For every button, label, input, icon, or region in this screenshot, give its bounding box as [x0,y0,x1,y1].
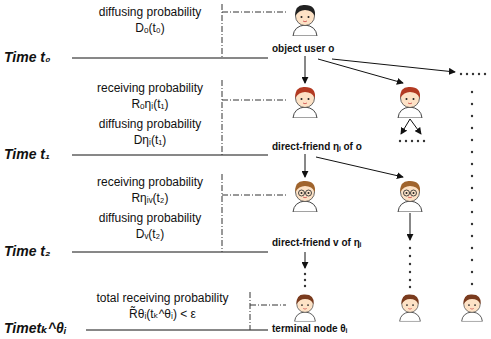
time-label: Time t₀ [4,49,51,65]
arrow-connector [305,56,306,83]
time-label: Time t₂ [4,243,50,259]
continuation-dots [304,73,486,288]
time-label: Time t₁ [4,146,50,162]
user-node: object user o [272,2,338,55]
user-node: direct-friend ηᵢ of o [272,84,362,153]
icon-spacer [272,2,338,42]
node-label: object user o [272,42,338,55]
node-label: direct-friend v of ηᵢ [272,236,361,249]
user-node: terminal node θᵢ [272,292,347,335]
probability-note: total receiving probability R̃θᵢ(tₖ^θᵢ) … [80,290,245,322]
probability-note: receiving probability Rηᵢᵥ(t₂) [85,174,215,206]
probability-note: diffusing probability Dηᵢ(t₁) [85,116,215,148]
probability-note: diffusing probability Dₒ(t₀) [85,4,215,36]
user-node: direct-friend v of ηᵢ [272,178,361,249]
probability-note: diffusing probability Dᵥ(t₂) [85,210,215,242]
icon-spacer [272,84,338,140]
spread-arrows [305,59,455,268]
node-label: direct-friend ηᵢ of o [272,140,362,153]
arrow-connector [305,154,306,177]
time-label: Timetₖ^θᵢ [4,320,66,336]
icon-spacer [272,178,338,236]
icon-spacer [272,292,338,322]
node-label: terminal node θᵢ [272,322,347,335]
time-axis-lines [72,58,268,330]
probability-note: receiving probability Rₒηᵢ(t₁) [85,80,215,112]
